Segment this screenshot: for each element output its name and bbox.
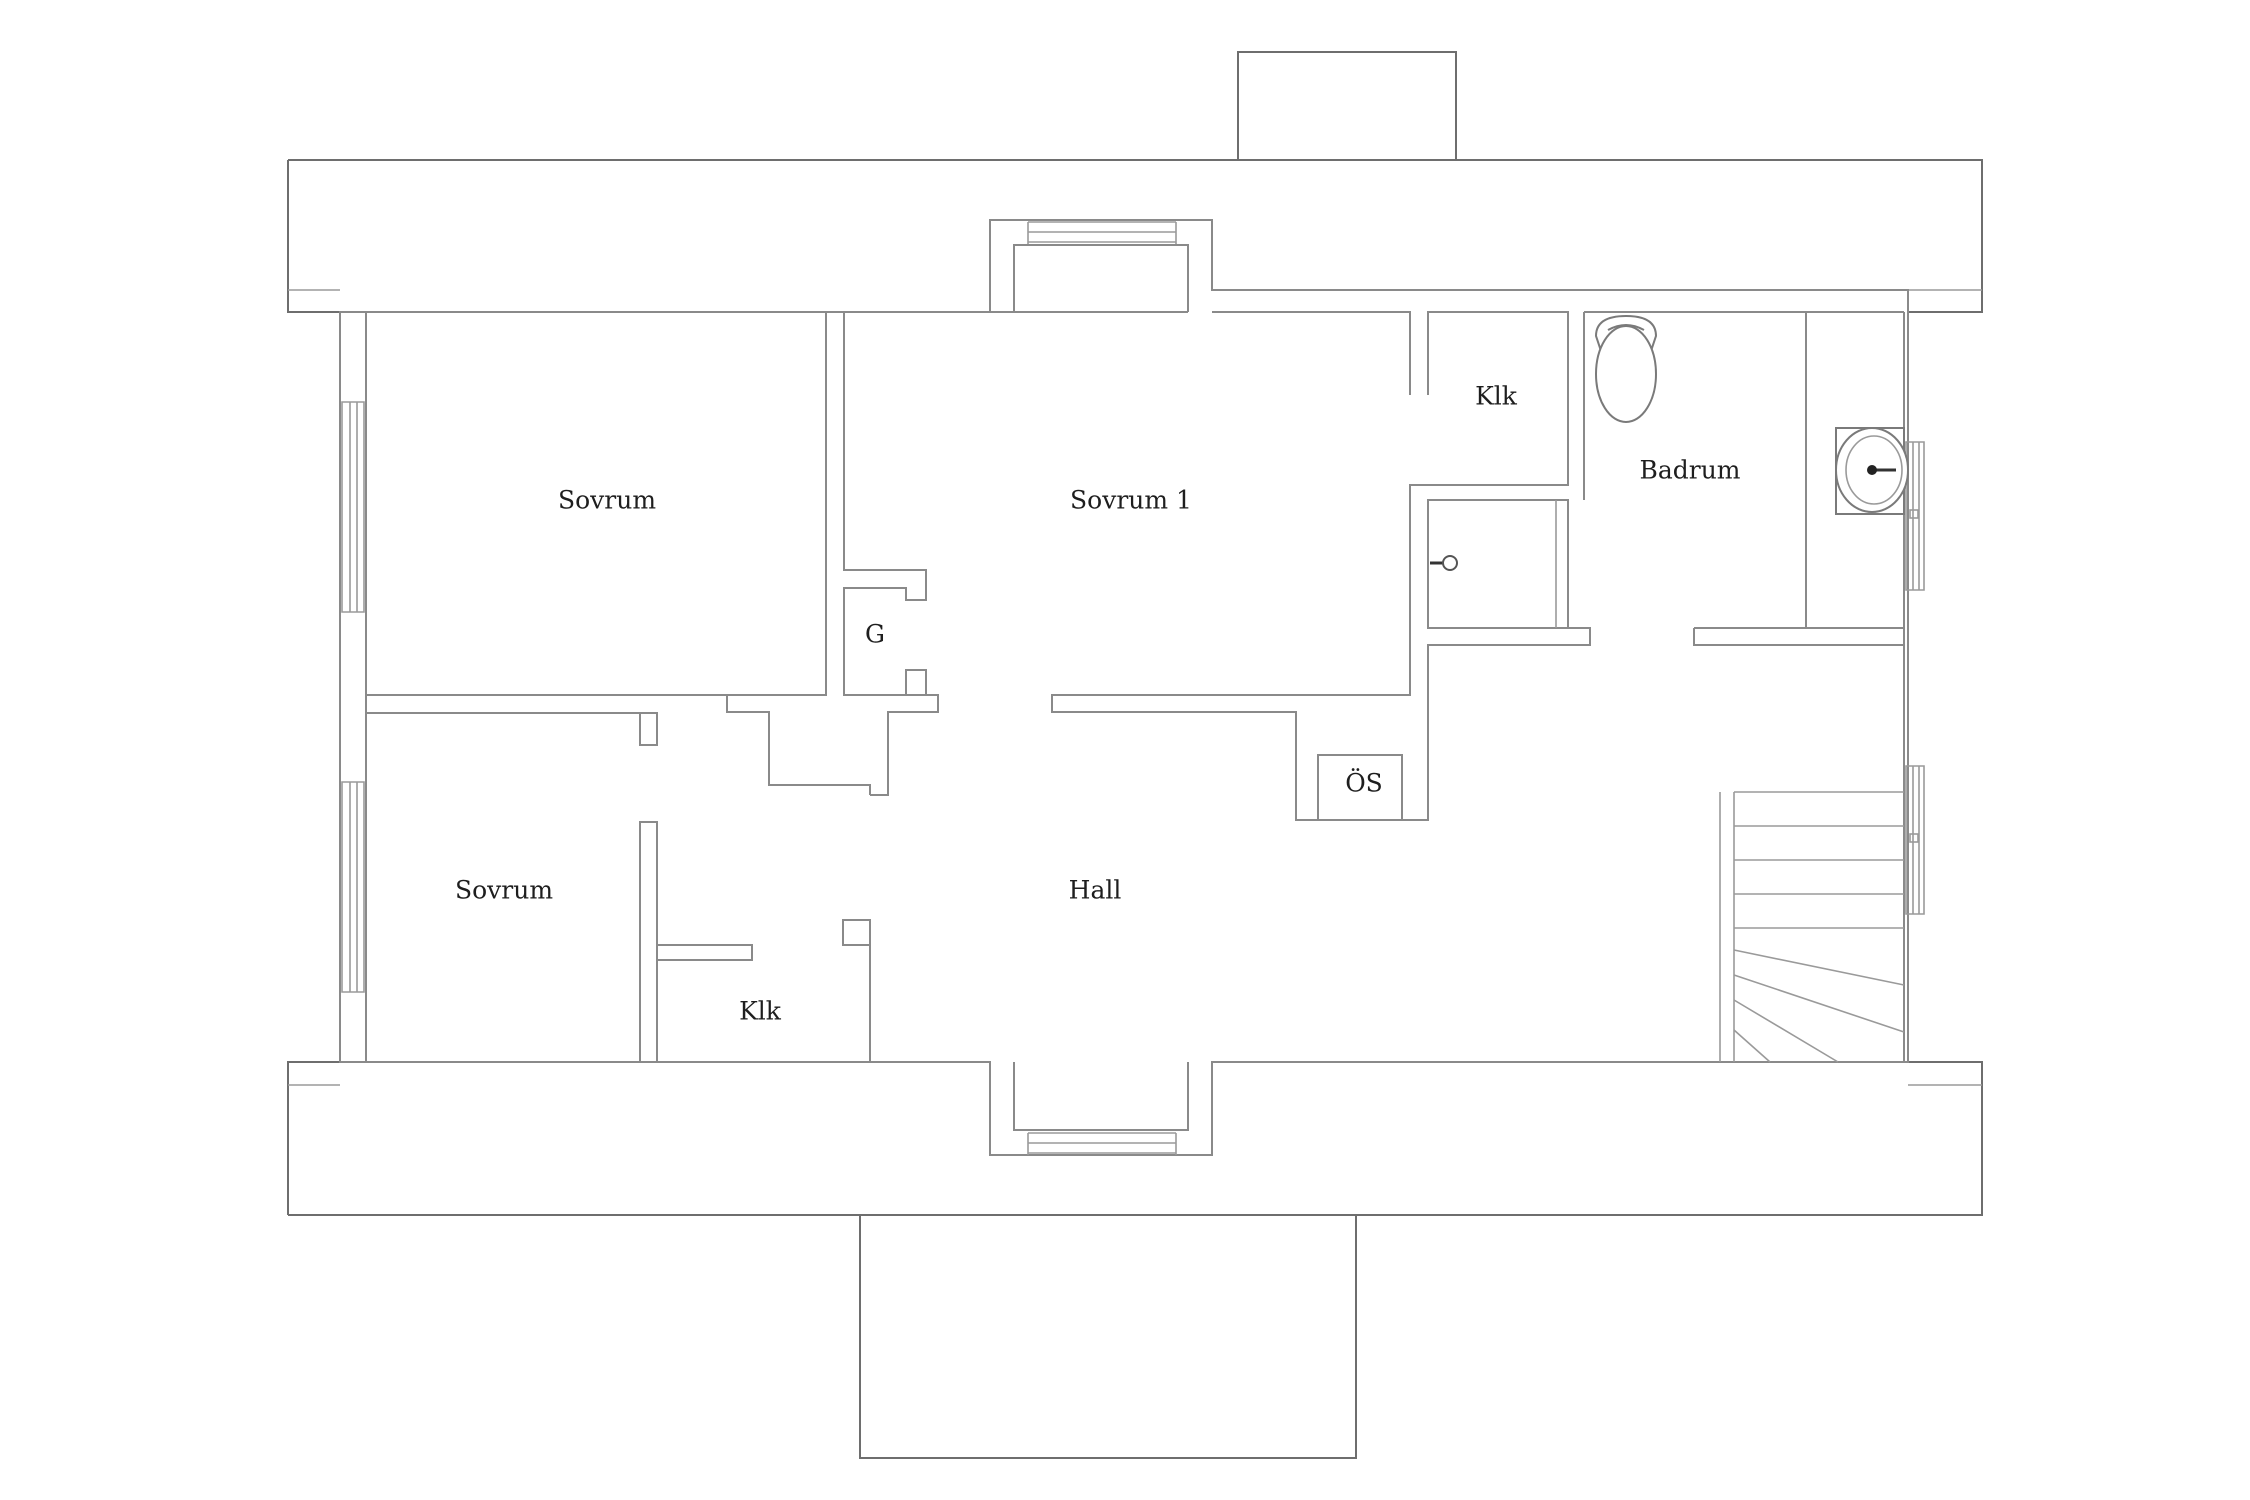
interior-walls	[366, 311, 1904, 1063]
sink-icon	[1835, 427, 1909, 515]
tap-icon	[1430, 555, 1458, 571]
room-label-os: ÖS	[1345, 769, 1383, 798]
room-label-klk-bottom: Klk	[739, 997, 782, 1026]
room-label-klk-top: Klk	[1475, 382, 1518, 411]
room-labels: Sovrum Sovrum 1 Klk Badrum G Sovrum ÖS H…	[455, 382, 1741, 1026]
room-label-hall: Hall	[1069, 876, 1122, 905]
toilet-icon	[1594, 314, 1658, 423]
room-label-sovrum-bottom: Sovrum	[455, 876, 553, 905]
exterior-walls	[339, 219, 1925, 1156]
staircase-icon	[1719, 791, 1905, 1063]
room-label-badrum: Badrum	[1639, 456, 1740, 485]
room-label-sovrum-top: Sovrum	[558, 486, 656, 515]
roof-outline	[287, 51, 1983, 1459]
room-label-sovrum-1: Sovrum 1	[1070, 486, 1192, 515]
room-label-g: G	[865, 620, 885, 649]
